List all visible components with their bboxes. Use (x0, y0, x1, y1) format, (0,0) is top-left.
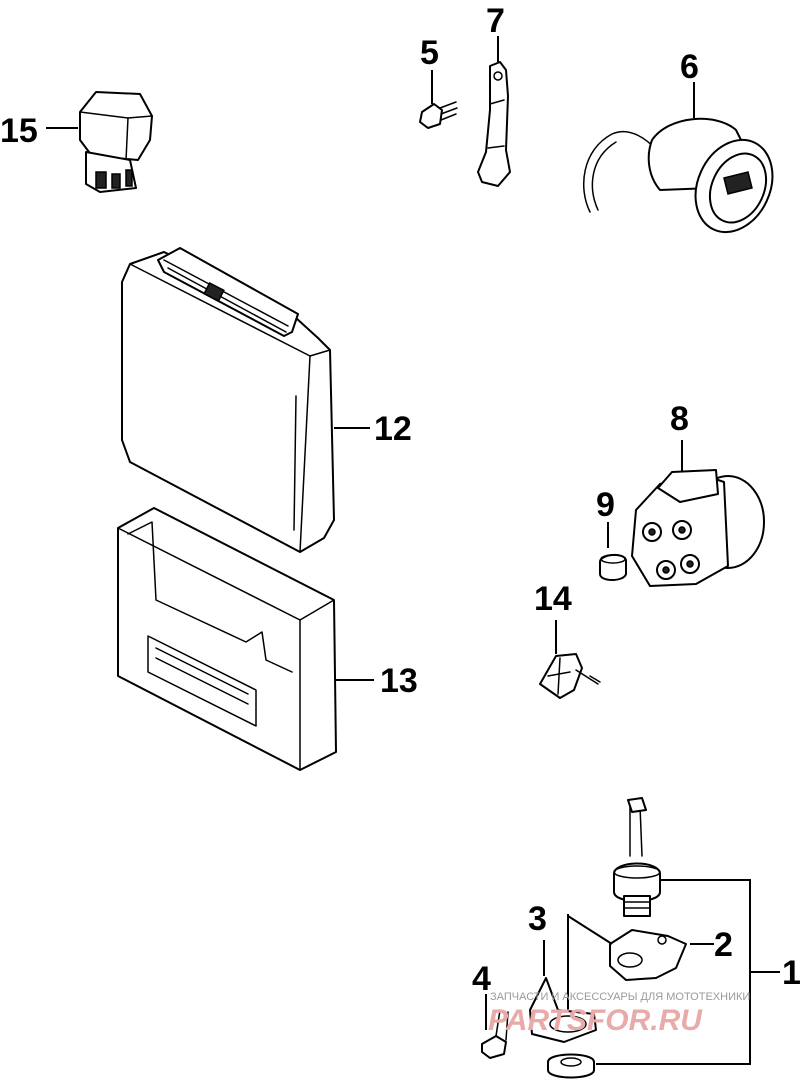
bracket-part-7 (477, 61, 511, 187)
sensor-part-1 (613, 797, 661, 917)
relay-part-15 (79, 91, 153, 193)
callout-12: 12 (374, 410, 412, 448)
ignition-switch-part-6 (583, 117, 774, 234)
callout-13: 13 (380, 662, 418, 700)
plate-part-3 (529, 977, 597, 1043)
ecu-case-part-13 (117, 507, 337, 771)
bolt-part-5 (419, 101, 458, 129)
bolt-part-4 (481, 1009, 509, 1059)
callout-3: 3 (528, 900, 547, 938)
callout-9: 9 (596, 486, 615, 524)
callout-15: 15 (0, 112, 38, 150)
callout-5: 5 (420, 34, 439, 72)
callout-4: 4 (472, 960, 491, 998)
callout-6: 6 (680, 48, 699, 86)
callout-14: 14 (534, 580, 572, 618)
callout-2: 2 (714, 926, 733, 964)
watermark-tagline: ЗАПЧАСТИ И АКСЕССУАРЫ ДЛЯ МОТОТЕХНИКИ (490, 991, 750, 1003)
bracket-part-2 (609, 929, 687, 981)
ecu-part-12 (121, 247, 335, 553)
connector-part-8 (631, 469, 765, 587)
plug-part-9 (599, 554, 627, 581)
clip-part-14 (539, 653, 601, 699)
callout-8: 8 (670, 400, 689, 438)
callout-1: 1 (782, 954, 800, 992)
callout-7: 7 (486, 2, 505, 40)
nut-part-1 (547, 1053, 595, 1079)
watermark-brand: PARTSFOR.RU (488, 1004, 703, 1037)
